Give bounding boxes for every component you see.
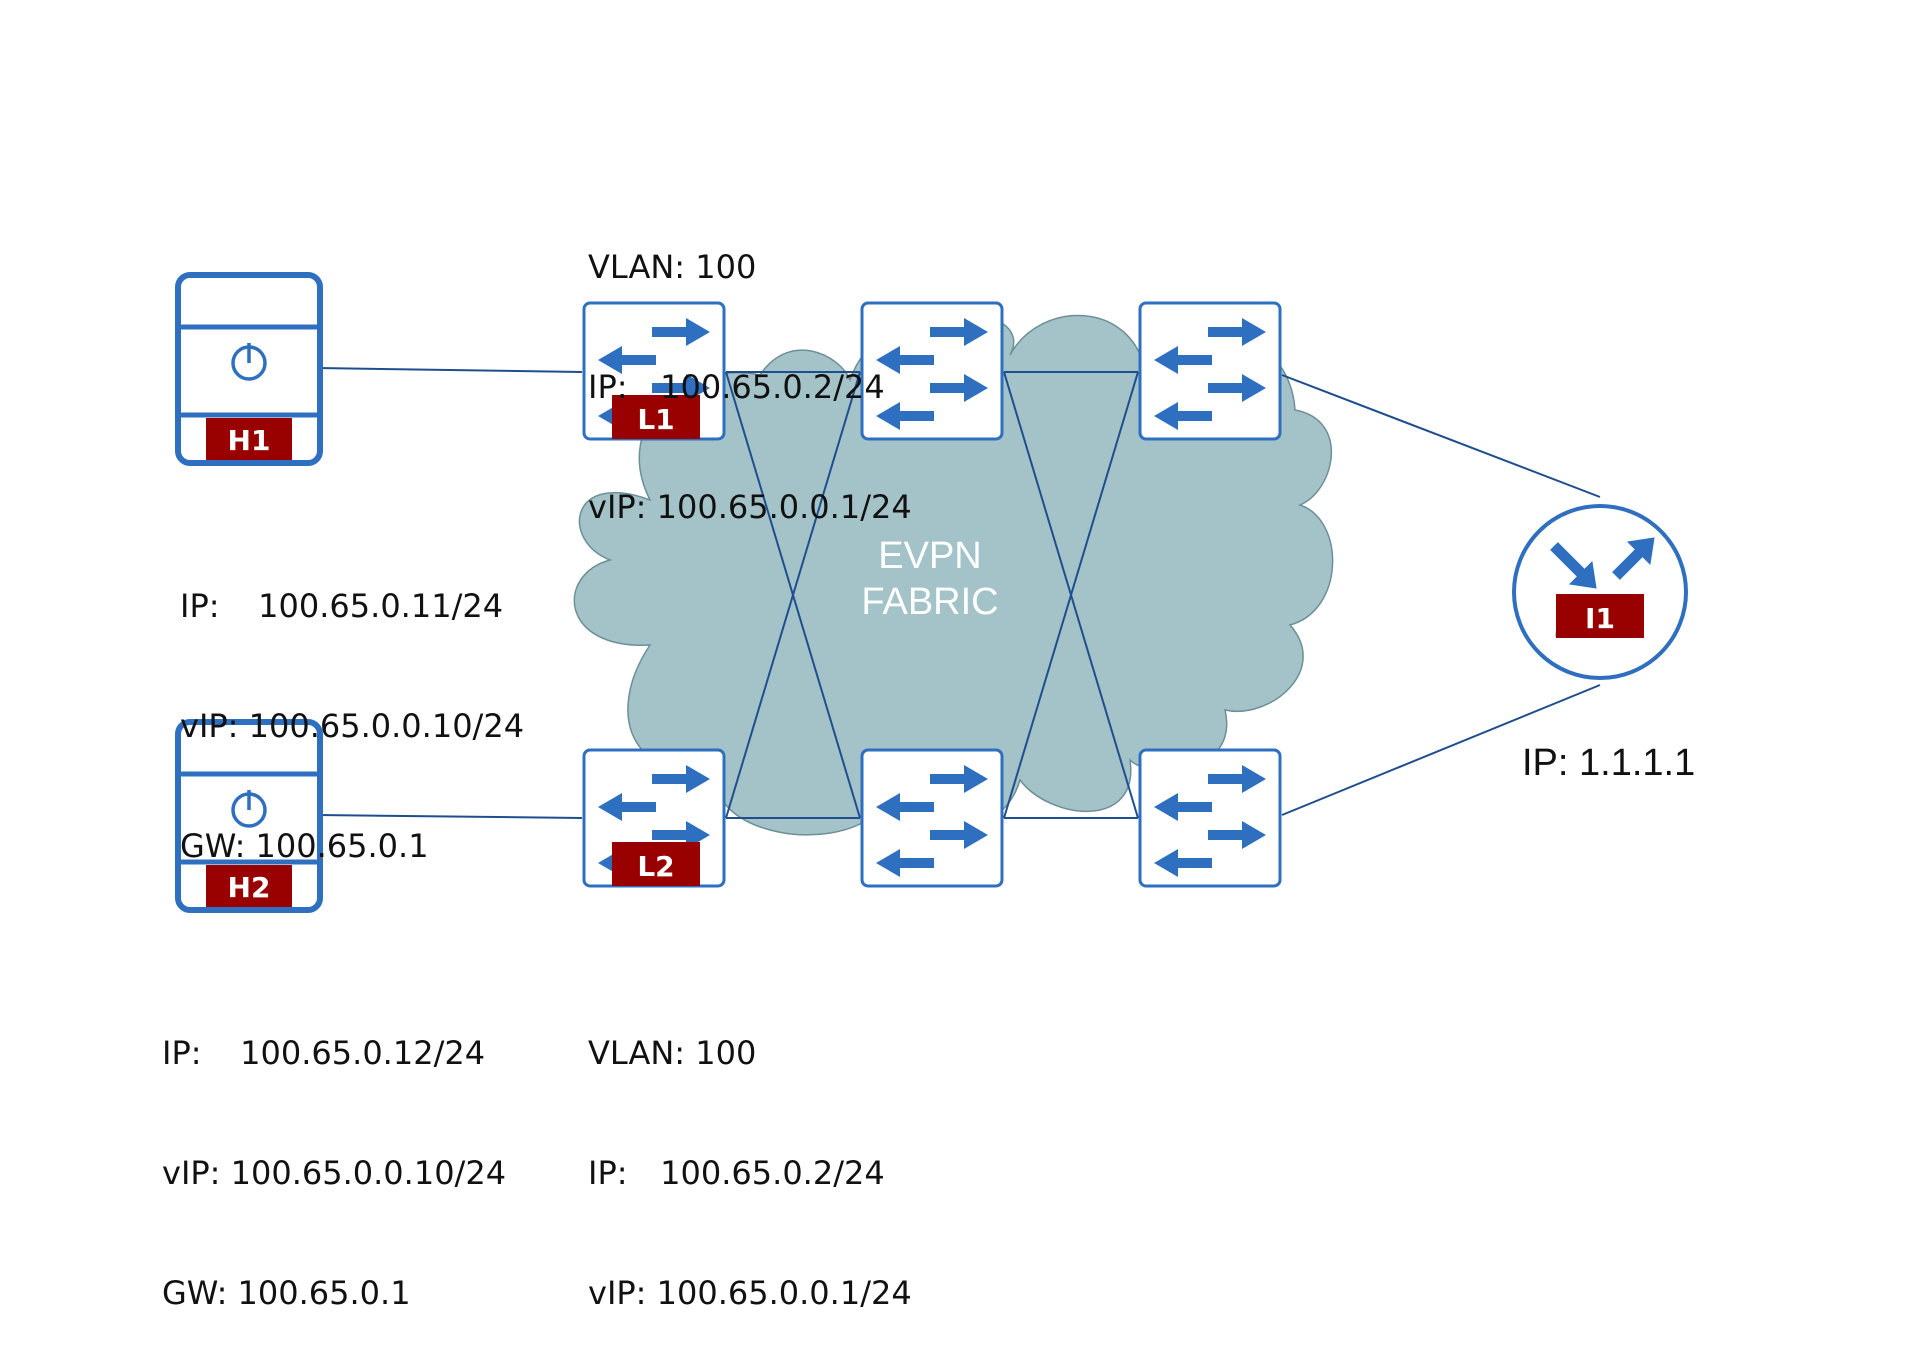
l1-vlan-key: VLAN: [588, 248, 686, 286]
badge-l1-label: L1 [637, 403, 674, 436]
server-icon [175, 272, 323, 466]
h2-gw-row: GW: 100.65.0.1 [162, 1273, 506, 1313]
fabric-label-line1: EVPN [878, 535, 982, 577]
l1-ip-row: IP: 100.65.0.2/24 [588, 367, 912, 407]
badge-l2-label: L2 [637, 850, 674, 883]
switch-leaf-l1[interactable]: L1 [582, 301, 726, 441]
h2-vip-value: 100.65.0.0.10/24 [230, 1154, 507, 1192]
switch-border-top[interactable] [1138, 301, 1282, 441]
h1-ip-value: 100.65.0.11/24 [258, 587, 504, 625]
router-i1[interactable]: I1 [1512, 504, 1688, 680]
l1-ip-key: IP: [588, 368, 628, 406]
fabric-label: EVPN FABRIC [800, 533, 1060, 625]
l1-vlan-value: 100 [695, 248, 757, 286]
badge-h2-label: H2 [228, 871, 271, 904]
link-b1-i1 [1281, 374, 1601, 498]
host-h1[interactable]: H1 [175, 272, 323, 466]
l2-vip-value: 100.65.0.0.1/24 [656, 1274, 912, 1312]
server-icon [175, 719, 323, 913]
badge-l2 [612, 842, 700, 886]
switch-spine-top[interactable] [860, 301, 1004, 441]
host-h2-info: IP: 100.65.0.12/24 vIP: 100.65.0.0.10/24… [162, 953, 506, 1353]
h2-gw-key: GW: [162, 1274, 228, 1312]
badge-h1-label: H1 [228, 424, 271, 457]
link-s2-b1 [1003, 371, 1139, 819]
badge-i1 [1556, 594, 1644, 638]
h2-ip-key: IP: [162, 1034, 202, 1072]
switch-leaf-l2[interactable]: L2 [582, 748, 726, 888]
router-ip-label: IP: 1.1.1.1 [1522, 742, 1696, 784]
h1-gw-key: GW: [180, 827, 246, 865]
link-b2-i1 [1281, 684, 1601, 816]
l2-vlan-key: VLAN: [588, 1034, 686, 1072]
h2-vip-row: vIP: 100.65.0.0.10/24 [162, 1153, 506, 1193]
h1-vip-value: 100.65.0.0.10/24 [248, 707, 525, 745]
l2-ip-key: IP: [588, 1154, 628, 1192]
l1-vip-row: vIP: 100.65.0.0.1/24 [588, 487, 912, 527]
router-icon [1512, 504, 1688, 680]
l2-ip-row: IP: 100.65.0.2/24 [588, 1153, 912, 1193]
link-h1-l1 [317, 367, 583, 373]
links [317, 367, 1601, 819]
h2-ip-value: 100.65.0.12/24 [240, 1034, 486, 1072]
l1-vlan-row: VLAN: 100 [588, 247, 912, 287]
leaf-l1-info: VLAN: 100 IP: 100.65.0.2/24 vIP: 100.65.… [588, 167, 912, 567]
l2-vlan-value: 100 [695, 1034, 757, 1072]
h2-vip-key: vIP: [162, 1154, 221, 1192]
l1-ip-value: 100.65.0.2/24 [660, 368, 885, 406]
switch-border-bottom[interactable] [1138, 748, 1282, 888]
h1-gw-value: 100.65.0.1 [255, 827, 429, 865]
link-h2-l2 [317, 814, 583, 819]
host-h1-info: IP: 100.65.0.11/24 vIP: 100.65.0.0.10/24… [180, 506, 524, 906]
badge-h1 [206, 418, 292, 460]
h1-vip-row: vIP: 100.65.0.0.10/24 [180, 706, 524, 746]
fabric-label-line2: FABRIC [861, 581, 999, 623]
leaf-l2-info: VLAN: 100 IP: 100.65.0.2/24 vIP: 100.65.… [588, 953, 912, 1353]
badge-h2 [206, 865, 292, 907]
l2-ip-value: 100.65.0.2/24 [660, 1154, 885, 1192]
h1-ip-key: IP: [180, 587, 220, 625]
h1-ip-row: IP: 100.65.0.11/24 [180, 586, 524, 626]
l2-vip-key: vIP: [588, 1274, 647, 1312]
h2-gw-value: 100.65.0.1 [237, 1274, 411, 1312]
switch-spine-bottom[interactable] [860, 748, 1004, 888]
host-h2[interactable]: H2 [175, 719, 323, 913]
network-diagram: H1 H2 L1 L2 [175, 272, 1688, 913]
h1-vip-key: vIP: [180, 707, 239, 745]
badge-l1 [612, 395, 700, 439]
l2-vlan-row: VLAN: 100 [588, 1033, 912, 1073]
l1-vip-key: vIP: [588, 488, 647, 526]
l2-vip-row: vIP: 100.65.0.0.1/24 [588, 1273, 912, 1313]
badge-i1-label: I1 [1585, 602, 1615, 635]
h1-gw-row: GW: 100.65.0.1 [180, 826, 524, 866]
l1-vip-value: 100.65.0.0.1/24 [656, 488, 912, 526]
link-l2-s1 [725, 371, 861, 819]
h2-ip-row: IP: 100.65.0.12/24 [162, 1033, 506, 1073]
